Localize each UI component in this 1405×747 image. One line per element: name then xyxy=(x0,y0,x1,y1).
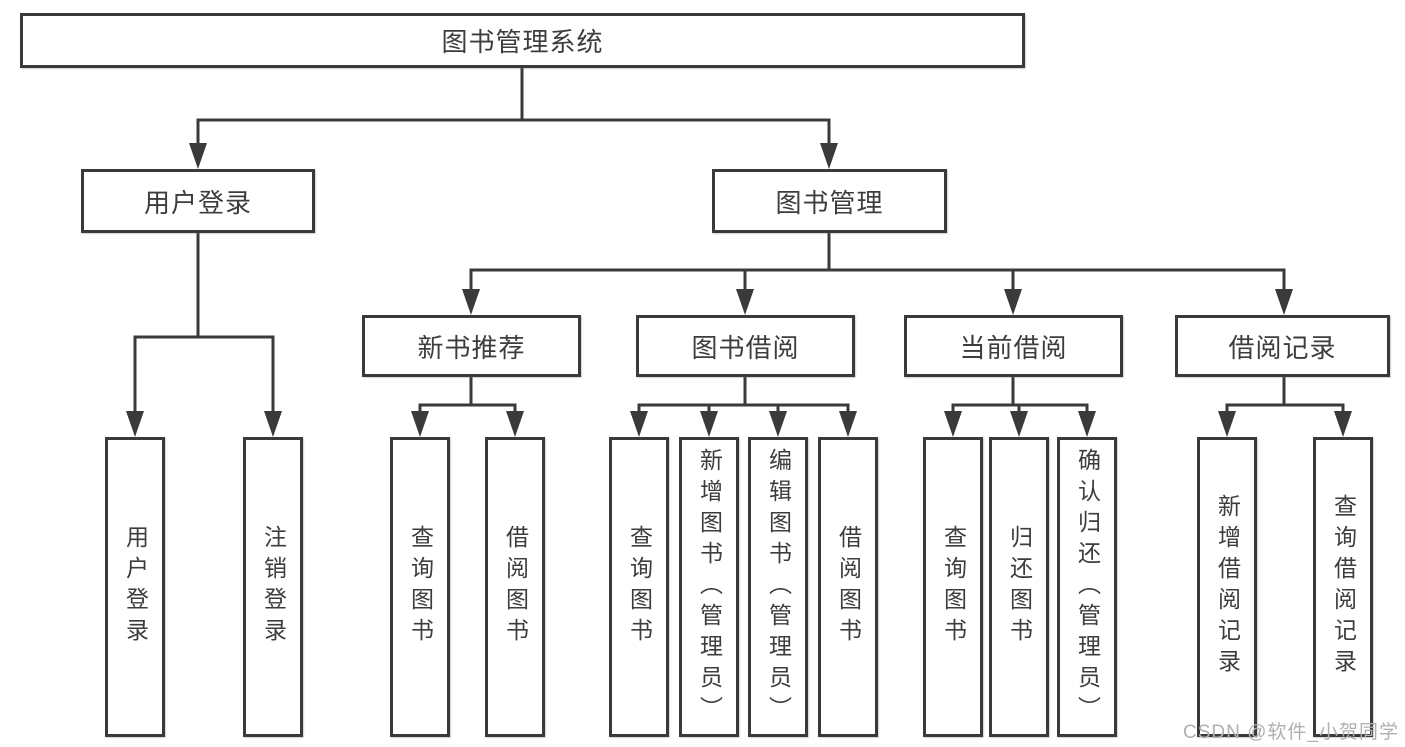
connectors-borrow-records-children xyxy=(1218,375,1352,437)
arrowhead xyxy=(944,411,962,437)
leaf-label: 查询图书 xyxy=(407,525,434,649)
leaf-borrow-books-borrowing: 借阅图书 xyxy=(818,437,878,737)
arrowhead xyxy=(700,411,718,437)
arrowhead xyxy=(126,411,144,437)
node-current-borrowing: 当前借阅 xyxy=(904,315,1123,377)
node-book-management: 图书管理 xyxy=(712,169,947,233)
leaf-label: 查询图书 xyxy=(626,525,653,649)
leaf-label: 借阅图书 xyxy=(835,525,862,649)
leaf-label: 注销登录 xyxy=(260,525,287,649)
node-root-system: 图书管理系统 xyxy=(20,13,1025,68)
arrowhead xyxy=(506,411,524,437)
watermark-text: CSDN @软件_小贺同学 xyxy=(1183,722,1399,743)
connectors-book-management-children xyxy=(462,231,1293,315)
connectors-new-book-children xyxy=(411,375,524,437)
leaf-label: 查询借阅记录 xyxy=(1330,494,1357,680)
leaf-logout: 注销登录 xyxy=(243,437,303,737)
arrowhead xyxy=(1218,411,1236,437)
arrowhead xyxy=(769,411,787,437)
leaf-label: 查询图书 xyxy=(940,525,967,649)
leaf-label: 编辑图书（管理员） xyxy=(765,447,792,727)
arrowhead xyxy=(839,411,857,437)
arrowhead xyxy=(1275,289,1293,315)
leaf-label: 新增图书（管理员） xyxy=(696,447,723,727)
leaf-label: 新增借阅记录 xyxy=(1214,494,1241,680)
node-new-book-recommendation: 新书推荐 xyxy=(362,315,581,377)
node-book-borrowing: 图书借阅 xyxy=(636,315,855,377)
arrowhead xyxy=(1078,411,1096,437)
arrowhead xyxy=(264,411,282,437)
arrowhead xyxy=(189,143,207,169)
leaf-query-books-current: 查询图书 xyxy=(923,437,983,737)
leaf-return-books: 归还图书 xyxy=(989,437,1049,737)
node-user-login: 用户登录 xyxy=(81,169,315,233)
leaf-borrow-books-recommend: 借阅图书 xyxy=(485,437,545,737)
arrowhead xyxy=(1004,289,1022,315)
leaf-add-borrow-record: 新增借阅记录 xyxy=(1197,437,1257,737)
leaf-query-borrow-record: 查询借阅记录 xyxy=(1313,437,1373,737)
leaf-confirm-return-admin: 确认归还（管理员） xyxy=(1057,437,1117,737)
leaf-label: 借阅图书 xyxy=(502,525,529,649)
arrowhead xyxy=(462,289,480,315)
arrowhead xyxy=(630,411,648,437)
connectors-root-to-level2 xyxy=(189,66,838,169)
leaf-query-books-borrowing: 查询图书 xyxy=(609,437,669,737)
arrowhead xyxy=(411,411,429,437)
connectors-current-borrowing-children xyxy=(944,375,1096,437)
connectors-book-borrowing-children xyxy=(630,375,857,437)
arrowhead xyxy=(736,289,754,315)
arrowhead xyxy=(1010,411,1028,437)
leaf-label: 确认归还（管理员） xyxy=(1074,447,1101,727)
leaf-label: 用户登录 xyxy=(122,525,149,649)
leaf-user-login: 用户登录 xyxy=(105,437,165,737)
connectors-user-login-children xyxy=(126,231,282,437)
node-borrowing-records: 借阅记录 xyxy=(1175,315,1390,377)
leaf-label: 归还图书 xyxy=(1006,525,1033,649)
leaf-add-book-admin: 新增图书（管理员） xyxy=(679,437,739,737)
arrowhead xyxy=(820,143,838,169)
arrowhead xyxy=(1334,411,1352,437)
leaf-edit-book-admin: 编辑图书（管理员） xyxy=(748,437,808,737)
leaf-query-books-recommend: 查询图书 xyxy=(390,437,450,737)
